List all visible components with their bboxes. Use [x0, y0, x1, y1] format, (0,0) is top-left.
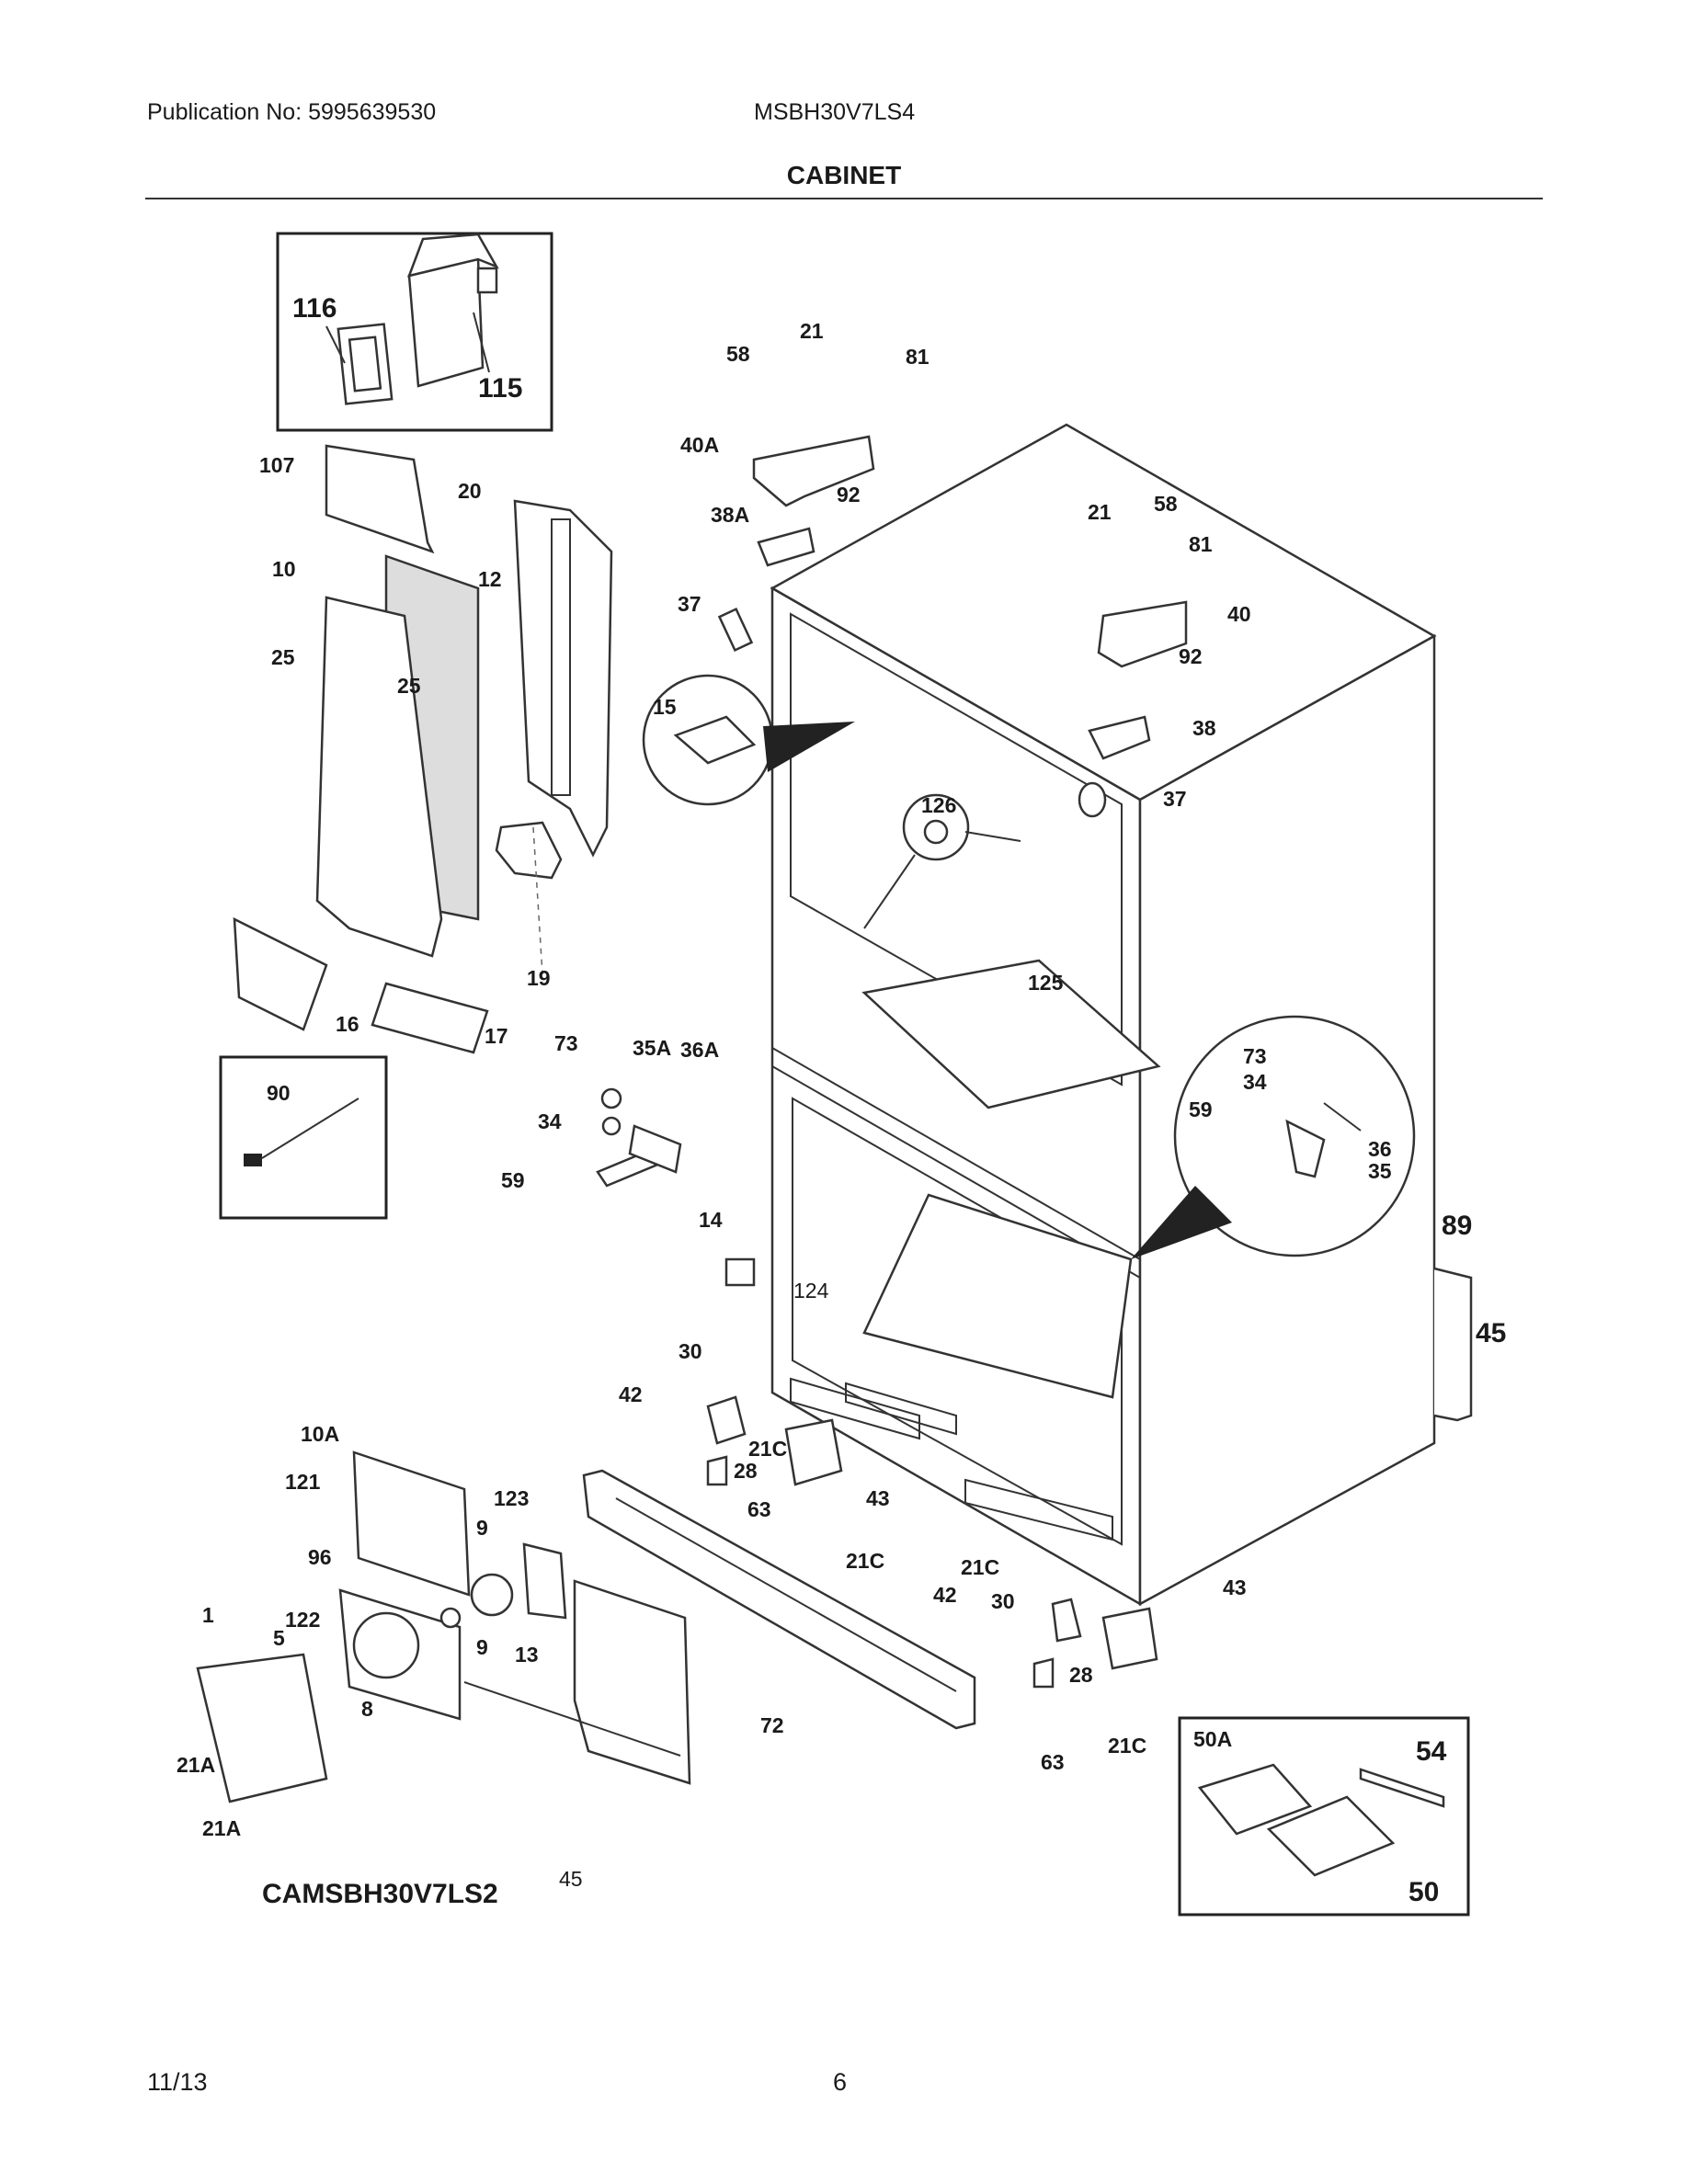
- callout-54: 54: [1416, 1736, 1447, 1767]
- callout-125: 125: [1028, 971, 1064, 995]
- callout-21-a: 21: [800, 319, 824, 343]
- callout-10A: 10A: [301, 1422, 339, 1446]
- callout-73-b: 73: [1243, 1044, 1267, 1068]
- callout-43-a: 43: [866, 1486, 890, 1510]
- callout-12: 12: [478, 567, 502, 591]
- callout-34-a: 34: [538, 1109, 562, 1133]
- callout-20: 20: [458, 479, 482, 503]
- inset-15: [642, 674, 855, 806]
- callout-58-b: 58: [1154, 492, 1178, 516]
- footer-date: 11/13: [147, 2068, 208, 2096]
- callout-38A: 38A: [711, 503, 749, 527]
- callout-21C-b: 21C: [846, 1549, 884, 1573]
- callout-92-a: 92: [837, 483, 861, 506]
- callout-10: 10: [272, 557, 296, 581]
- callout-15: 15: [653, 695, 677, 719]
- cabinet-body: [770, 423, 1437, 1607]
- callout-30-a: 30: [679, 1339, 702, 1363]
- callout-58-a: 58: [726, 342, 750, 366]
- inset-hinge-35-36: [1131, 1015, 1416, 1259]
- callout-8: 8: [361, 1697, 373, 1721]
- callout-14: 14: [699, 1208, 723, 1232]
- callout-40A: 40A: [680, 433, 719, 457]
- publication-number: Publication No: 5995639530: [147, 99, 437, 125]
- callout-92-b: 92: [1179, 644, 1203, 668]
- callout-28-b: 28: [1069, 1663, 1093, 1687]
- callout-21A-b: 21A: [202, 1816, 241, 1840]
- callout-81-b: 81: [1189, 532, 1213, 556]
- inset-90: [219, 1055, 388, 1220]
- callout-30-b: 30: [991, 1589, 1015, 1613]
- callout-123: 123: [494, 1486, 529, 1510]
- callout-17: 17: [485, 1024, 508, 1048]
- callout-45-b: 45: [559, 1867, 583, 1891]
- callout-89: 89: [1442, 1211, 1472, 1241]
- callout-43-b: 43: [1223, 1575, 1247, 1599]
- callout-38: 38: [1192, 716, 1216, 740]
- callout-1: 1: [202, 1603, 214, 1627]
- callout-21C-a: 21C: [748, 1437, 787, 1461]
- callout-21C-c: 21C: [961, 1555, 999, 1579]
- callout-122: 122: [285, 1608, 320, 1632]
- callout-36A: 36A: [680, 1038, 719, 1062]
- inset-126: [863, 793, 1021, 929]
- callout-9-a: 9: [476, 1516, 488, 1540]
- callout-34-b: 34: [1243, 1070, 1267, 1094]
- callout-21-b: 21: [1088, 500, 1112, 524]
- header-divider: [145, 198, 1543, 199]
- callout-107: 107: [259, 453, 294, 477]
- callout-116: 116: [292, 293, 336, 324]
- callout-36: 36: [1368, 1137, 1392, 1161]
- callout-35A: 35A: [633, 1036, 671, 1060]
- callout-72: 72: [760, 1713, 784, 1737]
- callout-21A-a: 21A: [177, 1753, 215, 1777]
- callout-121: 121: [285, 1470, 321, 1494]
- callout-115: 115: [478, 373, 522, 404]
- callout-63-a: 63: [747, 1497, 771, 1521]
- duct-assembly: [233, 444, 613, 1054]
- inset-115-116: [276, 232, 553, 432]
- kick-plate-groove: [615, 1497, 957, 1692]
- callout-50A: 50A: [1193, 1727, 1232, 1751]
- side-bracket-89: [1433, 1267, 1473, 1422]
- callout-13: 13: [515, 1643, 539, 1666]
- callout-35: 35: [1368, 1159, 1392, 1183]
- page-number: 6: [833, 2068, 848, 2096]
- callout-81-a: 81: [906, 345, 930, 369]
- callout-25-a: 25: [271, 645, 295, 669]
- callout-25-b: 25: [397, 674, 421, 698]
- callout-21C-d: 21C: [1108, 1734, 1146, 1757]
- callout-labels: 116 115 58 21 81 40A 92 38A 107 20 10 12…: [177, 293, 1506, 1909]
- inset-50-54: [1178, 1716, 1470, 1917]
- section-title: CABINET: [786, 161, 902, 189]
- callout-59-a: 59: [501, 1168, 525, 1192]
- callout-50: 50: [1409, 1877, 1439, 1907]
- fan-assembly: [196, 1450, 691, 1803]
- callout-42-a: 42: [619, 1382, 643, 1406]
- callout-28-a: 28: [734, 1459, 758, 1483]
- drawing-code: CAMSBH30V7LS2: [262, 1879, 498, 1909]
- callout-73-a: 73: [554, 1031, 578, 1055]
- callout-16: 16: [336, 1012, 359, 1036]
- callout-19: 19: [527, 966, 551, 990]
- callout-42-b: 42: [933, 1583, 957, 1607]
- callout-37-b: 37: [1163, 787, 1187, 811]
- model-number: MSBH30V7LS4: [754, 99, 916, 125]
- callout-63-b: 63: [1041, 1750, 1065, 1774]
- callout-96: 96: [308, 1545, 332, 1569]
- callout-59-b: 59: [1189, 1098, 1213, 1121]
- center-hinge-parts: [596, 1087, 1158, 1689]
- callout-124: 124: [793, 1279, 829, 1302]
- callout-9-b: 9: [476, 1635, 488, 1659]
- top-hinges: [717, 435, 1188, 818]
- callout-5: 5: [273, 1626, 285, 1650]
- callout-90: 90: [267, 1081, 291, 1105]
- callout-40: 40: [1227, 602, 1251, 626]
- callout-37-a: 37: [678, 592, 701, 616]
- callout-45-a: 45: [1476, 1318, 1506, 1348]
- callout-126: 126: [921, 793, 956, 817]
